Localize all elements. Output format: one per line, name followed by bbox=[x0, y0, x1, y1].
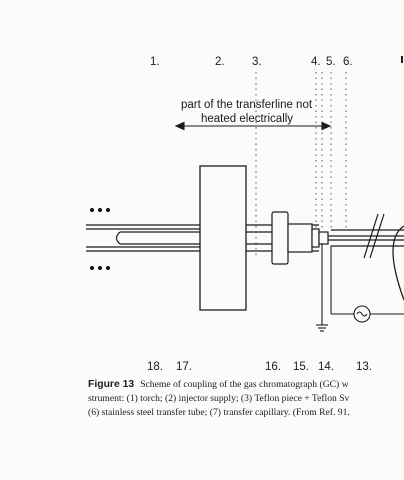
label-1: 1. bbox=[150, 56, 160, 68]
injector-block bbox=[199, 165, 247, 311]
label-14: 14. bbox=[318, 361, 334, 373]
double-arrow bbox=[174, 121, 332, 131]
label-17: 17. bbox=[176, 361, 192, 373]
label-13: 13. bbox=[356, 361, 372, 373]
label-3: 3. bbox=[252, 56, 262, 68]
label-6: 6. bbox=[343, 56, 353, 68]
figure-label: Figure 13 bbox=[88, 379, 135, 390]
detector-housing bbox=[392, 225, 404, 301]
caption-line-3: (6) stainless steel transfer tube; (7) t… bbox=[88, 407, 350, 419]
label-2: 2. bbox=[215, 56, 225, 68]
label-15: 15. bbox=[293, 361, 309, 373]
electrical-circuit bbox=[316, 244, 404, 332]
annotation-line-2: heated electrically bbox=[201, 113, 293, 125]
caption-line-1: Figure 13 Scheme of coupling of the gas c… bbox=[88, 378, 404, 392]
caption-line-1-text: Scheme of coupling of the gas chromatogr… bbox=[140, 379, 349, 390]
teflon-fitting bbox=[271, 211, 329, 265]
caption-line-2: strument: (1) torch; (2) injector supply… bbox=[88, 393, 350, 405]
transfer-tube bbox=[328, 213, 404, 259]
label-4: 4. bbox=[311, 56, 321, 68]
label-5: 5. bbox=[326, 56, 336, 68]
gas-inlet-dots bbox=[90, 208, 110, 270]
cropped-label-tick bbox=[401, 56, 403, 63]
figure-caption: Figure 13 Scheme of coupling of the gas c… bbox=[88, 378, 404, 421]
label-16: 16. bbox=[265, 361, 281, 373]
dotted-guides bbox=[255, 72, 347, 258]
annotation-line-1: part of the transferline not bbox=[181, 99, 313, 111]
label-18: 18. bbox=[147, 361, 163, 373]
